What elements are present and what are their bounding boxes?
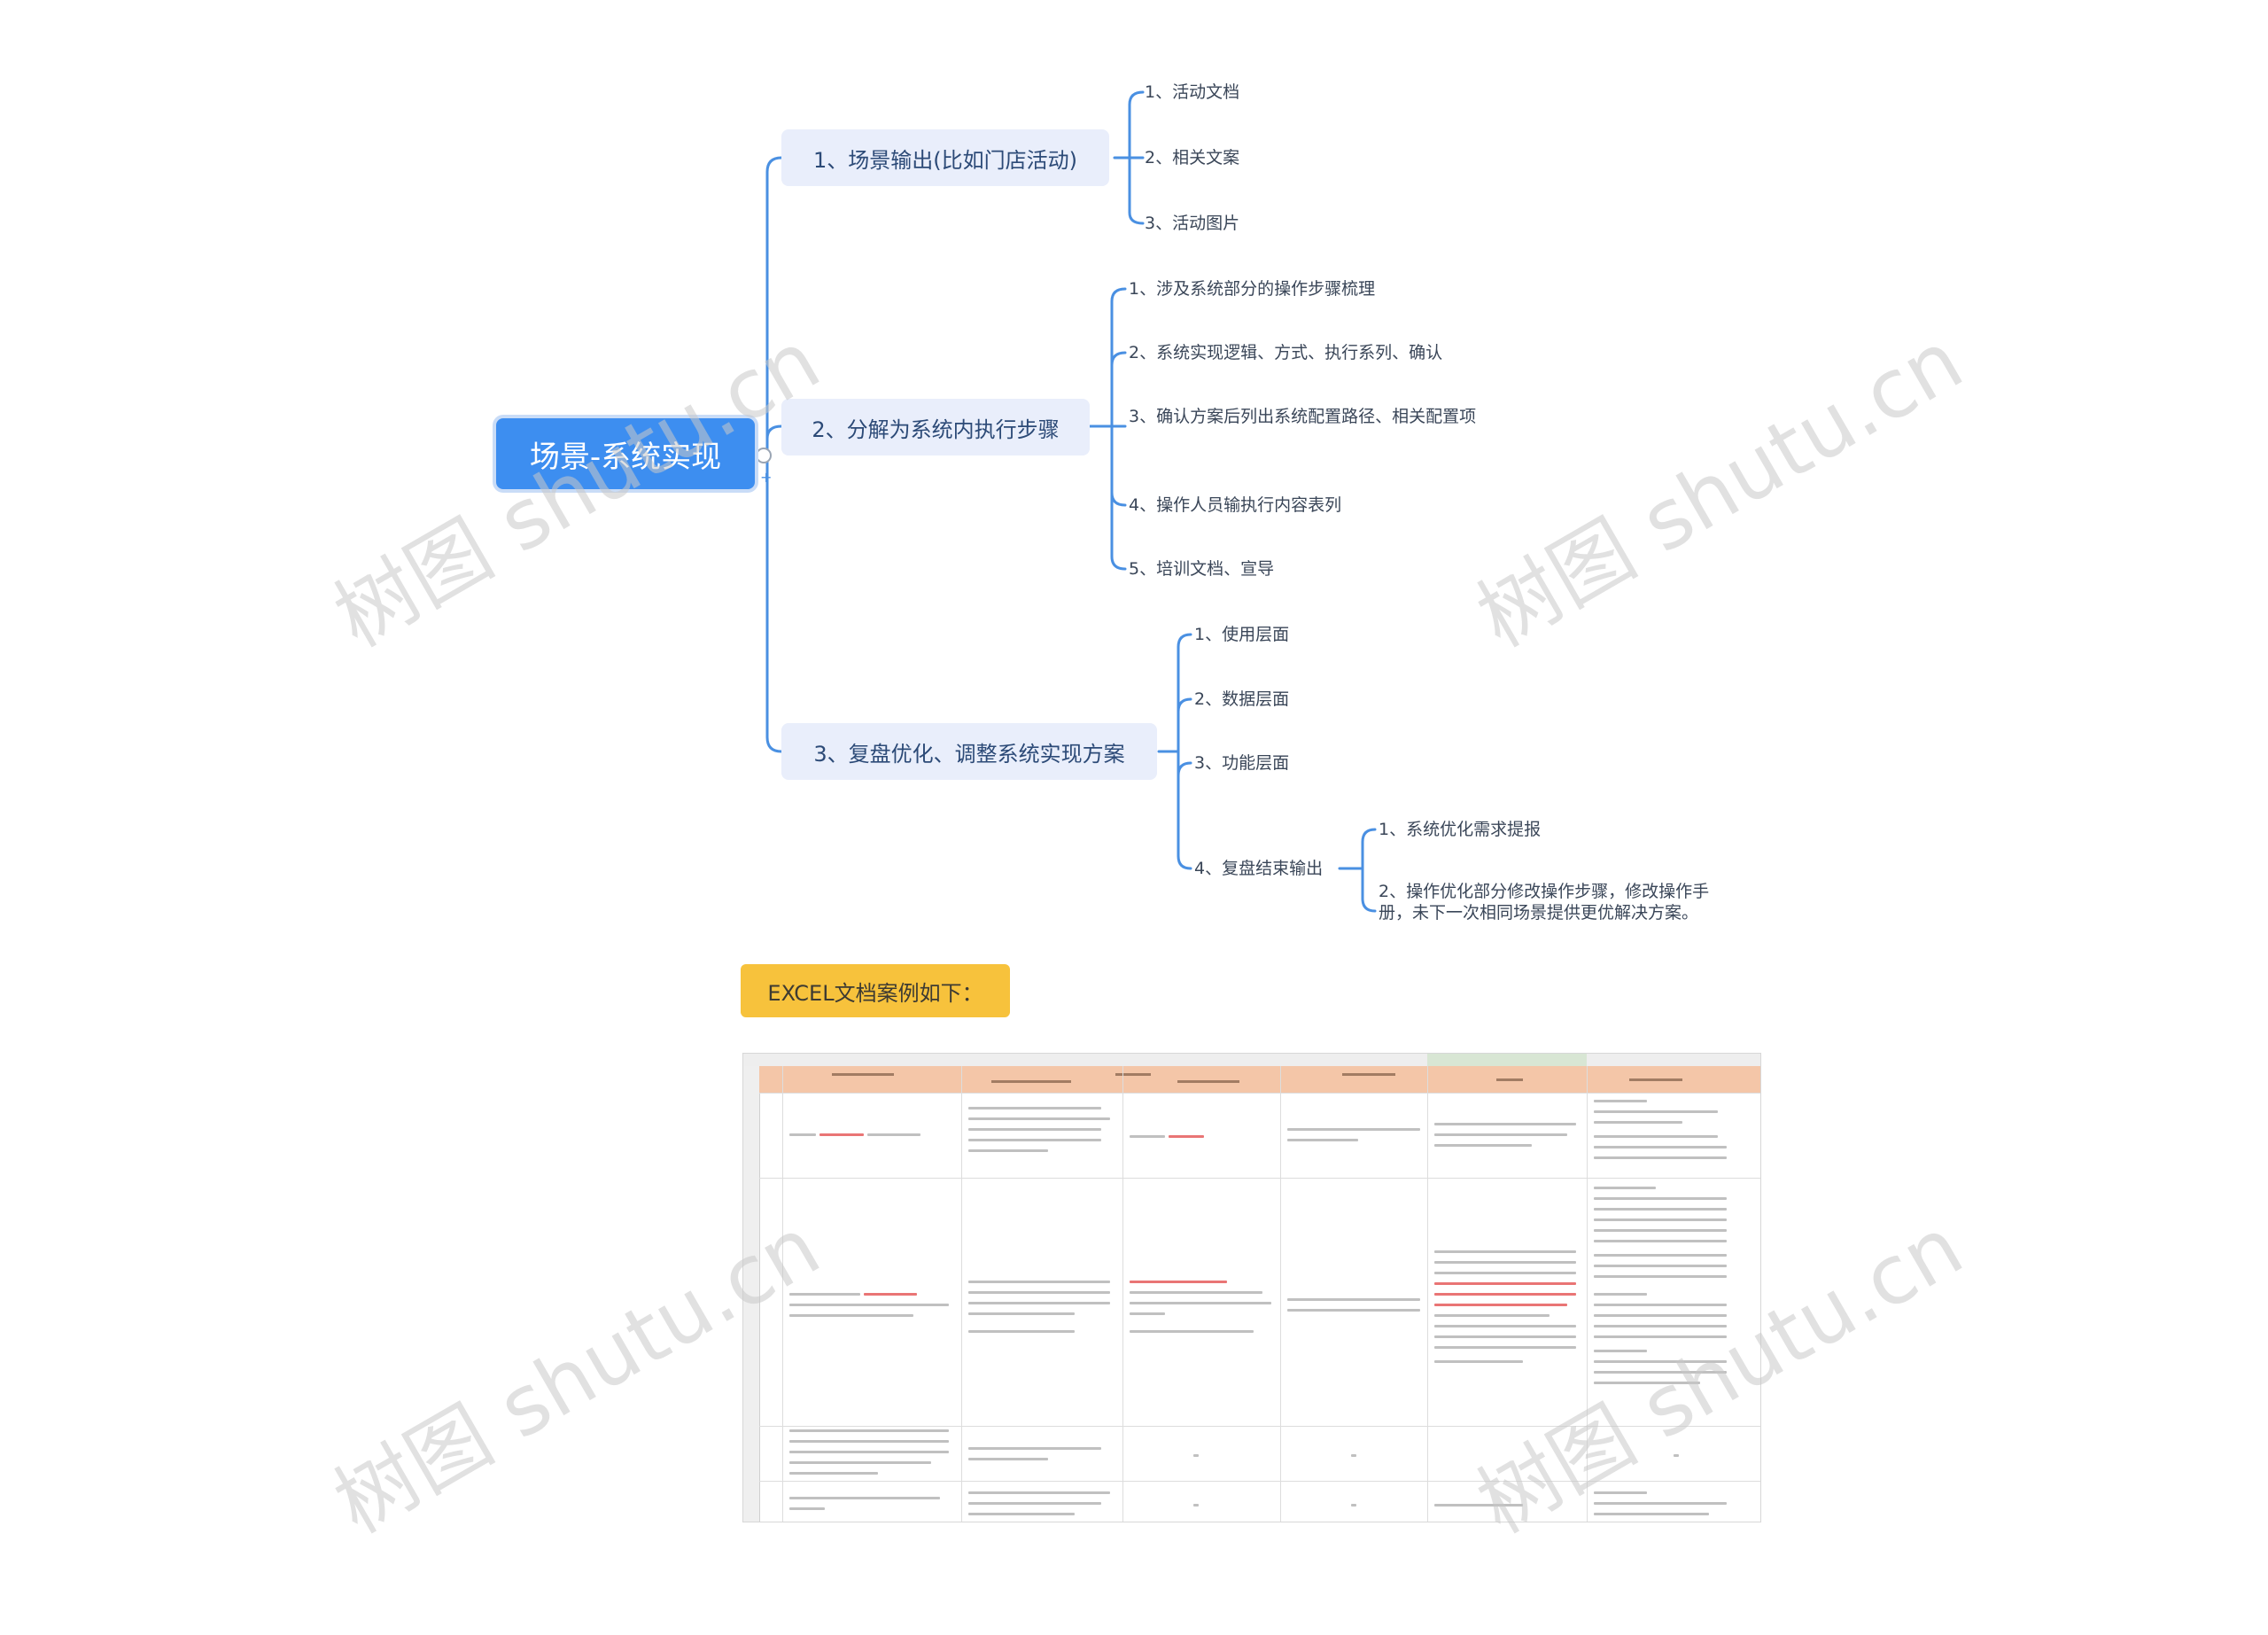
root-node[interactable]: 场景-系统实现 [496, 418, 755, 489]
leaf-b1-3[interactable]: 3、活动图片 [1145, 214, 1240, 233]
leaf-b3-3[interactable]: 3、功能层面 [1194, 753, 1290, 773]
leaf-b2-1[interactable]: 1、涉及系统部分的操作步骤梳理 [1129, 279, 1376, 299]
link-branch-1 [765, 156, 783, 455]
leaf-b1-2[interactable]: 2、相关文案 [1145, 148, 1240, 167]
link-b2-c5 [1110, 424, 1127, 571]
svg-text:+: + [760, 469, 772, 486]
link-b3-c1 [1177, 633, 1192, 753]
link-branch-3 [765, 452, 783, 753]
link-b2-c1 [1110, 287, 1127, 428]
link-b3c4-s1 [1361, 828, 1377, 870]
sheet-row-header [743, 1066, 760, 1522]
branch-node-2[interactable]: 2、分解为系统内执行步骤 [781, 399, 1090, 455]
sheet-header-row [759, 1066, 1760, 1093]
link-b3c4-s2 [1361, 867, 1377, 913]
link-branch-2 [765, 424, 783, 455]
leaf-b3-4-sub-1[interactable]: 1、系统优化需求提报 [1379, 820, 1542, 839]
link-b3-c4 [1177, 750, 1192, 870]
excel-screenshot-image [742, 1053, 1761, 1522]
leaf-b2-2[interactable]: 2、系统实现逻辑、方式、执行系列、确认 [1129, 343, 1443, 362]
link-b1-c3 [1128, 156, 1145, 225]
leaf-b3-4-sub-2[interactable]: 2、操作优化部分修改操作步骤，修改操作手册，未下一次相同场景提供更优解决方案。 [1379, 882, 1710, 923]
branch-label-3: 3、复盘优化、调整系统实现方案 [813, 741, 1125, 767]
leaf-b3-1[interactable]: 1、使用层面 [1194, 625, 1290, 644]
link-b2-c2 [1110, 351, 1127, 428]
leaf-b2-5[interactable]: 5、培训文档、宣导 [1129, 559, 1275, 579]
root-label: 场景-系统实现 [529, 439, 722, 475]
link-b1-c1 [1128, 90, 1145, 160]
excel-note-label: EXCEL文档案例如下： [767, 980, 983, 1006]
leaf-b3-2[interactable]: 2、数据层面 [1194, 689, 1290, 709]
leaf-b2-4[interactable]: 4、操作人员输执行内容表列 [1129, 495, 1342, 515]
leaf-b2-3[interactable]: 3、确认方案后列出系统配置路径、相关配置项 [1129, 407, 1477, 426]
sheet-selected-column [1427, 1054, 1587, 1066]
leaf-b1-1[interactable]: 1、活动文档 [1145, 82, 1240, 102]
link-b3-c3 [1177, 750, 1192, 776]
branch-node-3[interactable]: 3、复盘优化、调整系统实现方案 [781, 723, 1157, 780]
branch-label-2: 2、分解为系统内执行步骤 [812, 417, 1060, 442]
excel-note[interactable]: EXCEL文档案例如下： [741, 964, 1010, 1017]
branch-node-1[interactable]: 1、场景输出(比如门店活动) [781, 129, 1109, 186]
link-b2-c4 [1110, 424, 1127, 507]
sheet-column-header [743, 1054, 1760, 1067]
leaf-b3-4[interactable]: 4、复盘结束输出 [1194, 859, 1324, 878]
branch-label-1: 1、场景输出(比如门店活动) [813, 147, 1077, 173]
link-b3-c2 [1177, 697, 1192, 753]
collapse-toggle [756, 448, 772, 463]
